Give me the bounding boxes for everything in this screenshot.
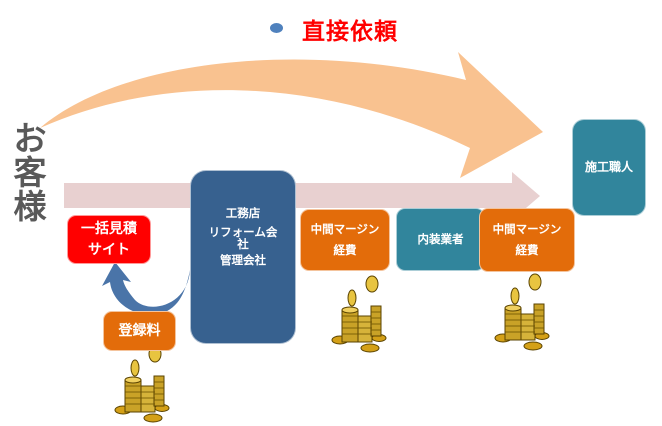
box-line: 経費 bbox=[333, 243, 357, 257]
registration-curve-arrow bbox=[102, 262, 190, 315]
middle-margin-box-1: 中間マージン 経費 bbox=[300, 209, 390, 271]
bulk-estimate-site-box: 一括見積 サイト bbox=[67, 215, 151, 264]
box-line: 中間マージン bbox=[492, 222, 562, 237]
box-line: 一括見積 bbox=[81, 221, 137, 238]
coins-icon bbox=[114, 345, 170, 423]
direct-request-arrow bbox=[40, 52, 543, 178]
bullet-dot bbox=[270, 23, 283, 33]
coins-icon bbox=[494, 273, 550, 351]
box-line: 経費 bbox=[515, 243, 539, 257]
registration-fee-box: 登録料 bbox=[103, 311, 176, 351]
box-line: 社 bbox=[237, 237, 249, 252]
coins-icon bbox=[331, 275, 387, 353]
company-box: 工務店 リフォーム会 社 管理会社 bbox=[190, 170, 296, 344]
box-line: 内装業者 bbox=[417, 232, 464, 247]
customer-label: お客様 bbox=[13, 119, 47, 226]
direct-request-title: 直接依頼 bbox=[302, 19, 398, 45]
box-line: サイト bbox=[88, 241, 130, 258]
box-line: リフォーム会 bbox=[208, 224, 278, 239]
craftsman-box: 施工職人 bbox=[572, 119, 646, 216]
interior-contractor-box: 内装業者 bbox=[396, 208, 485, 271]
box-line: 管理会社 bbox=[220, 253, 266, 268]
box-line: 工務店 bbox=[225, 206, 261, 221]
middle-margin-box-2: 中間マージン 経費 bbox=[479, 208, 575, 272]
box-line: 施工職人 bbox=[584, 159, 633, 174]
box-line: 中間マージン bbox=[310, 222, 380, 237]
box-line: 登録料 bbox=[118, 322, 161, 339]
